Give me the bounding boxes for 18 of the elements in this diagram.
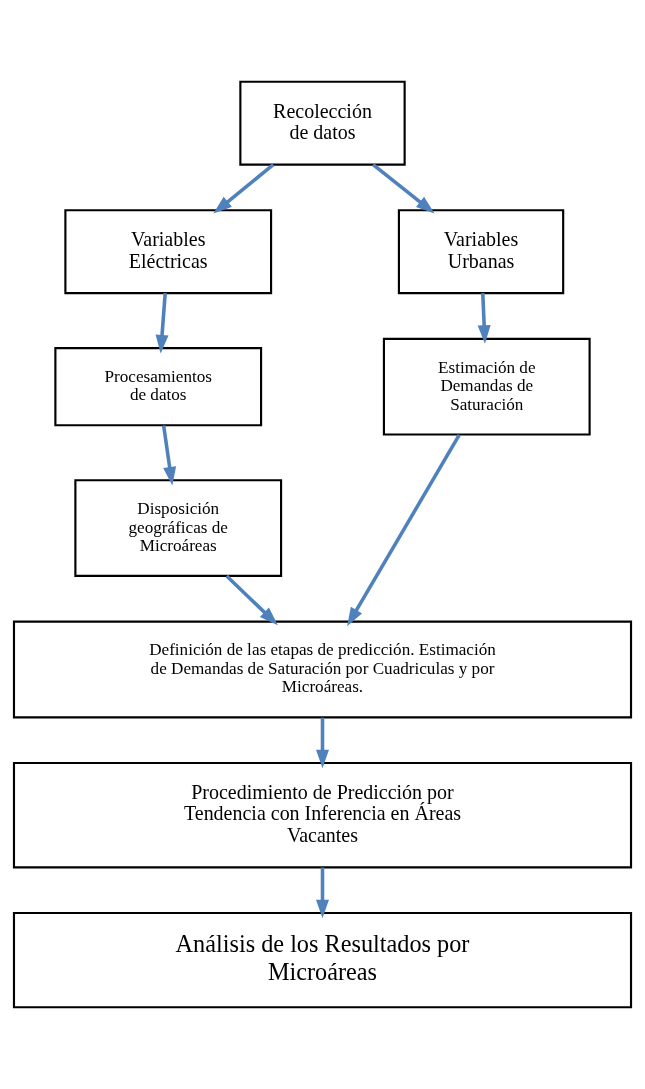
arrow [316,867,329,919]
arrow [155,292,169,354]
node-box: Análisis de los Resultados por Microáreas [12,911,633,1009]
arrow [213,163,275,214]
node-box: Variables Eléctricas [64,209,273,295]
node-box: Estimación de Demandas de Saturación [382,337,591,436]
node-box: Recolección de datos [239,80,406,166]
arrow [316,717,329,769]
node-box: Procesamientos de datos [54,347,263,427]
node-box: Procedimiento de Predicción por Tendencia con Inferencia en Áreas Vacantes [12,761,633,869]
arrow [372,163,435,214]
arrow [225,574,278,626]
node-box: Disposición geográficas de Microáreas [74,479,283,577]
arrow [347,434,461,627]
arrow [161,425,177,486]
node-box: Definición de las etapas de predicción. Estimación de Demandas de Saturación por Cuadriculas y por Microáreas. [12,620,633,719]
node-box: Variables Urbanas [397,209,565,295]
arrow [477,293,491,344]
